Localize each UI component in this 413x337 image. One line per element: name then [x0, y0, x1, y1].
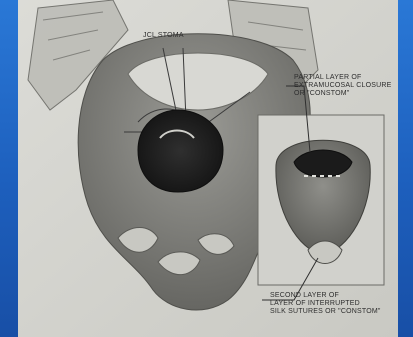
annotation-top: JCL STOMA — [143, 32, 184, 40]
surgical-illustration — [18, 0, 398, 337]
annotation-bottom: SECOND LAYER OF LAYER OF INTERRUPTED SIL… — [270, 292, 382, 316]
annotation-right: PARTIAL LAYER OF EXTRAMUCOSAL CLOSURE OR… — [294, 74, 394, 98]
surgical-illustration-photo: JCL STOMA PARTIAL LAYER OF EXTRAMUCOSAL … — [18, 0, 398, 337]
central-cavity — [138, 110, 223, 192]
inset-panel — [258, 115, 384, 285]
